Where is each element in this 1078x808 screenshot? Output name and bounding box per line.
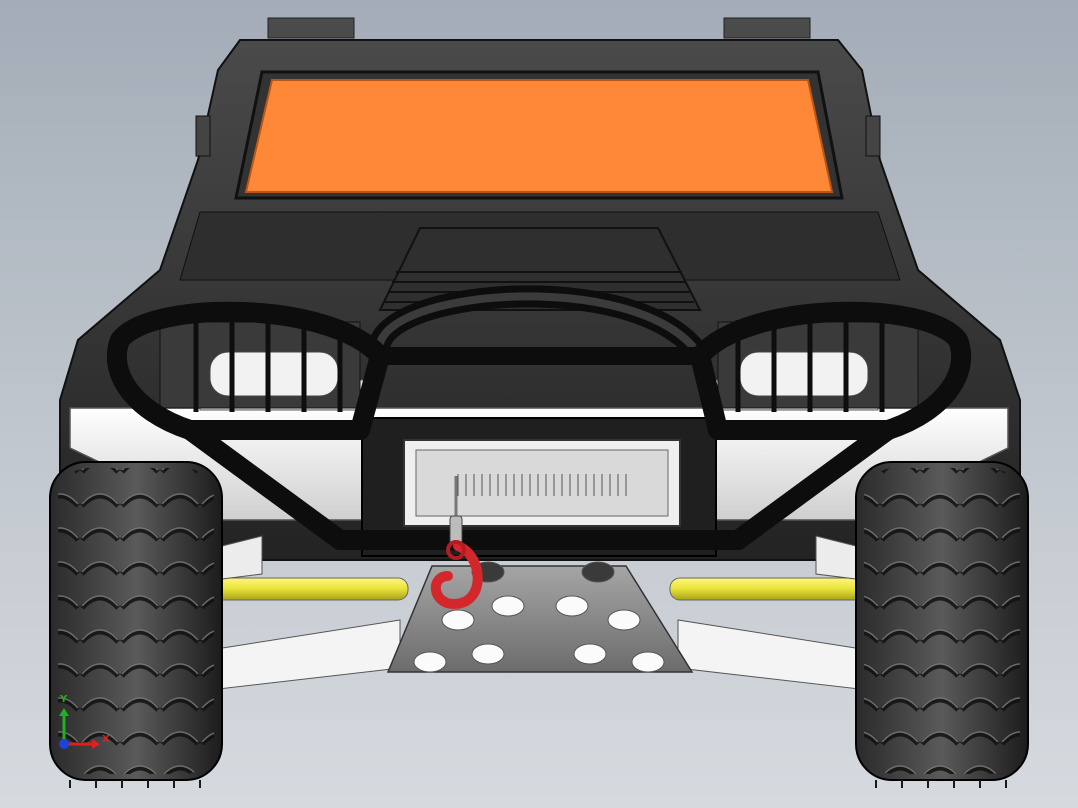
lower-control-arms xyxy=(209,535,869,691)
windshield xyxy=(234,70,844,200)
winch-drum-cable xyxy=(457,474,627,496)
tie-rods[interactable] xyxy=(211,577,867,601)
x-axis-label: X xyxy=(102,734,110,745)
y-axis-label: Y xyxy=(59,694,68,705)
skid-plate[interactable] xyxy=(386,561,694,673)
right-headlight-guard xyxy=(717,320,919,412)
coordinate-triad: X Y xyxy=(59,694,110,749)
front-left-tire[interactable] xyxy=(49,461,223,788)
roof-tabs xyxy=(267,17,811,39)
winch-hook[interactable] xyxy=(430,476,483,610)
z-axis-dot xyxy=(59,739,69,749)
front-right-tire[interactable] xyxy=(855,461,1029,788)
bull-bar[interactable] xyxy=(106,285,972,550)
left-headlight-guard xyxy=(159,320,361,412)
